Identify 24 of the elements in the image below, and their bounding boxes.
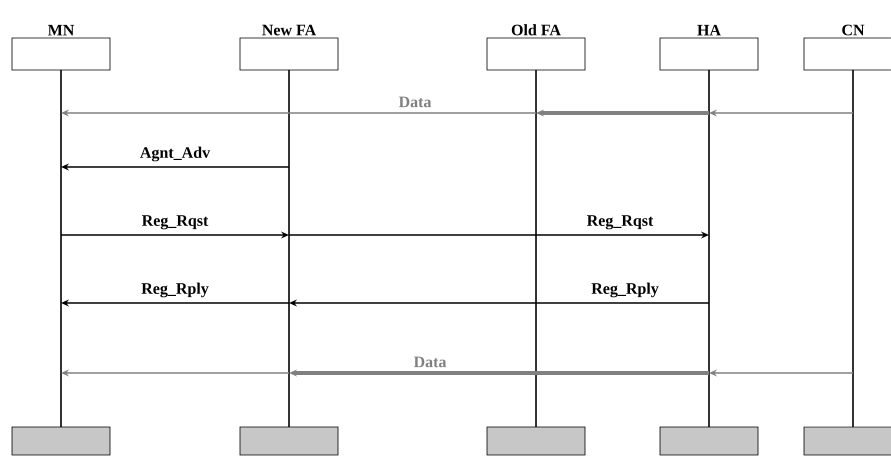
node-label: CN	[842, 24, 864, 36]
node-label: MN	[48, 24, 74, 36]
node-label: New FA	[262, 24, 316, 36]
edge-label: Reg_Rqst	[585, 214, 655, 231]
edge-label: Data	[397, 95, 433, 109]
lifeline-end-box	[240, 426, 338, 456]
lifeline-head-box: Old FA	[486, 24, 586, 70]
lifeline	[852, 70, 854, 427]
edge-label: Agnt_Adv	[138, 145, 212, 163]
node-label: Old FA	[512, 24, 561, 36]
edge-label: Data	[412, 355, 448, 369]
lifeline-head-box: MN	[12, 24, 110, 70]
edge-label: Reg_Rply	[590, 281, 660, 299]
node-label: HA	[697, 24, 721, 36]
lifeline	[535, 70, 537, 427]
lifeline-head-box: CN	[804, 24, 891, 70]
lifeline-head-box: New FA	[240, 24, 338, 70]
edge-label: Reg_Rqst	[140, 214, 210, 231]
edge-label: Reg_Rply	[140, 281, 210, 299]
lifeline-end-box	[486, 426, 586, 456]
lifeline-end-box	[660, 426, 758, 456]
lifeline-end-box	[804, 426, 891, 456]
lifeline-end-box	[12, 426, 110, 456]
lifeline-head-box: HA	[660, 24, 758, 70]
